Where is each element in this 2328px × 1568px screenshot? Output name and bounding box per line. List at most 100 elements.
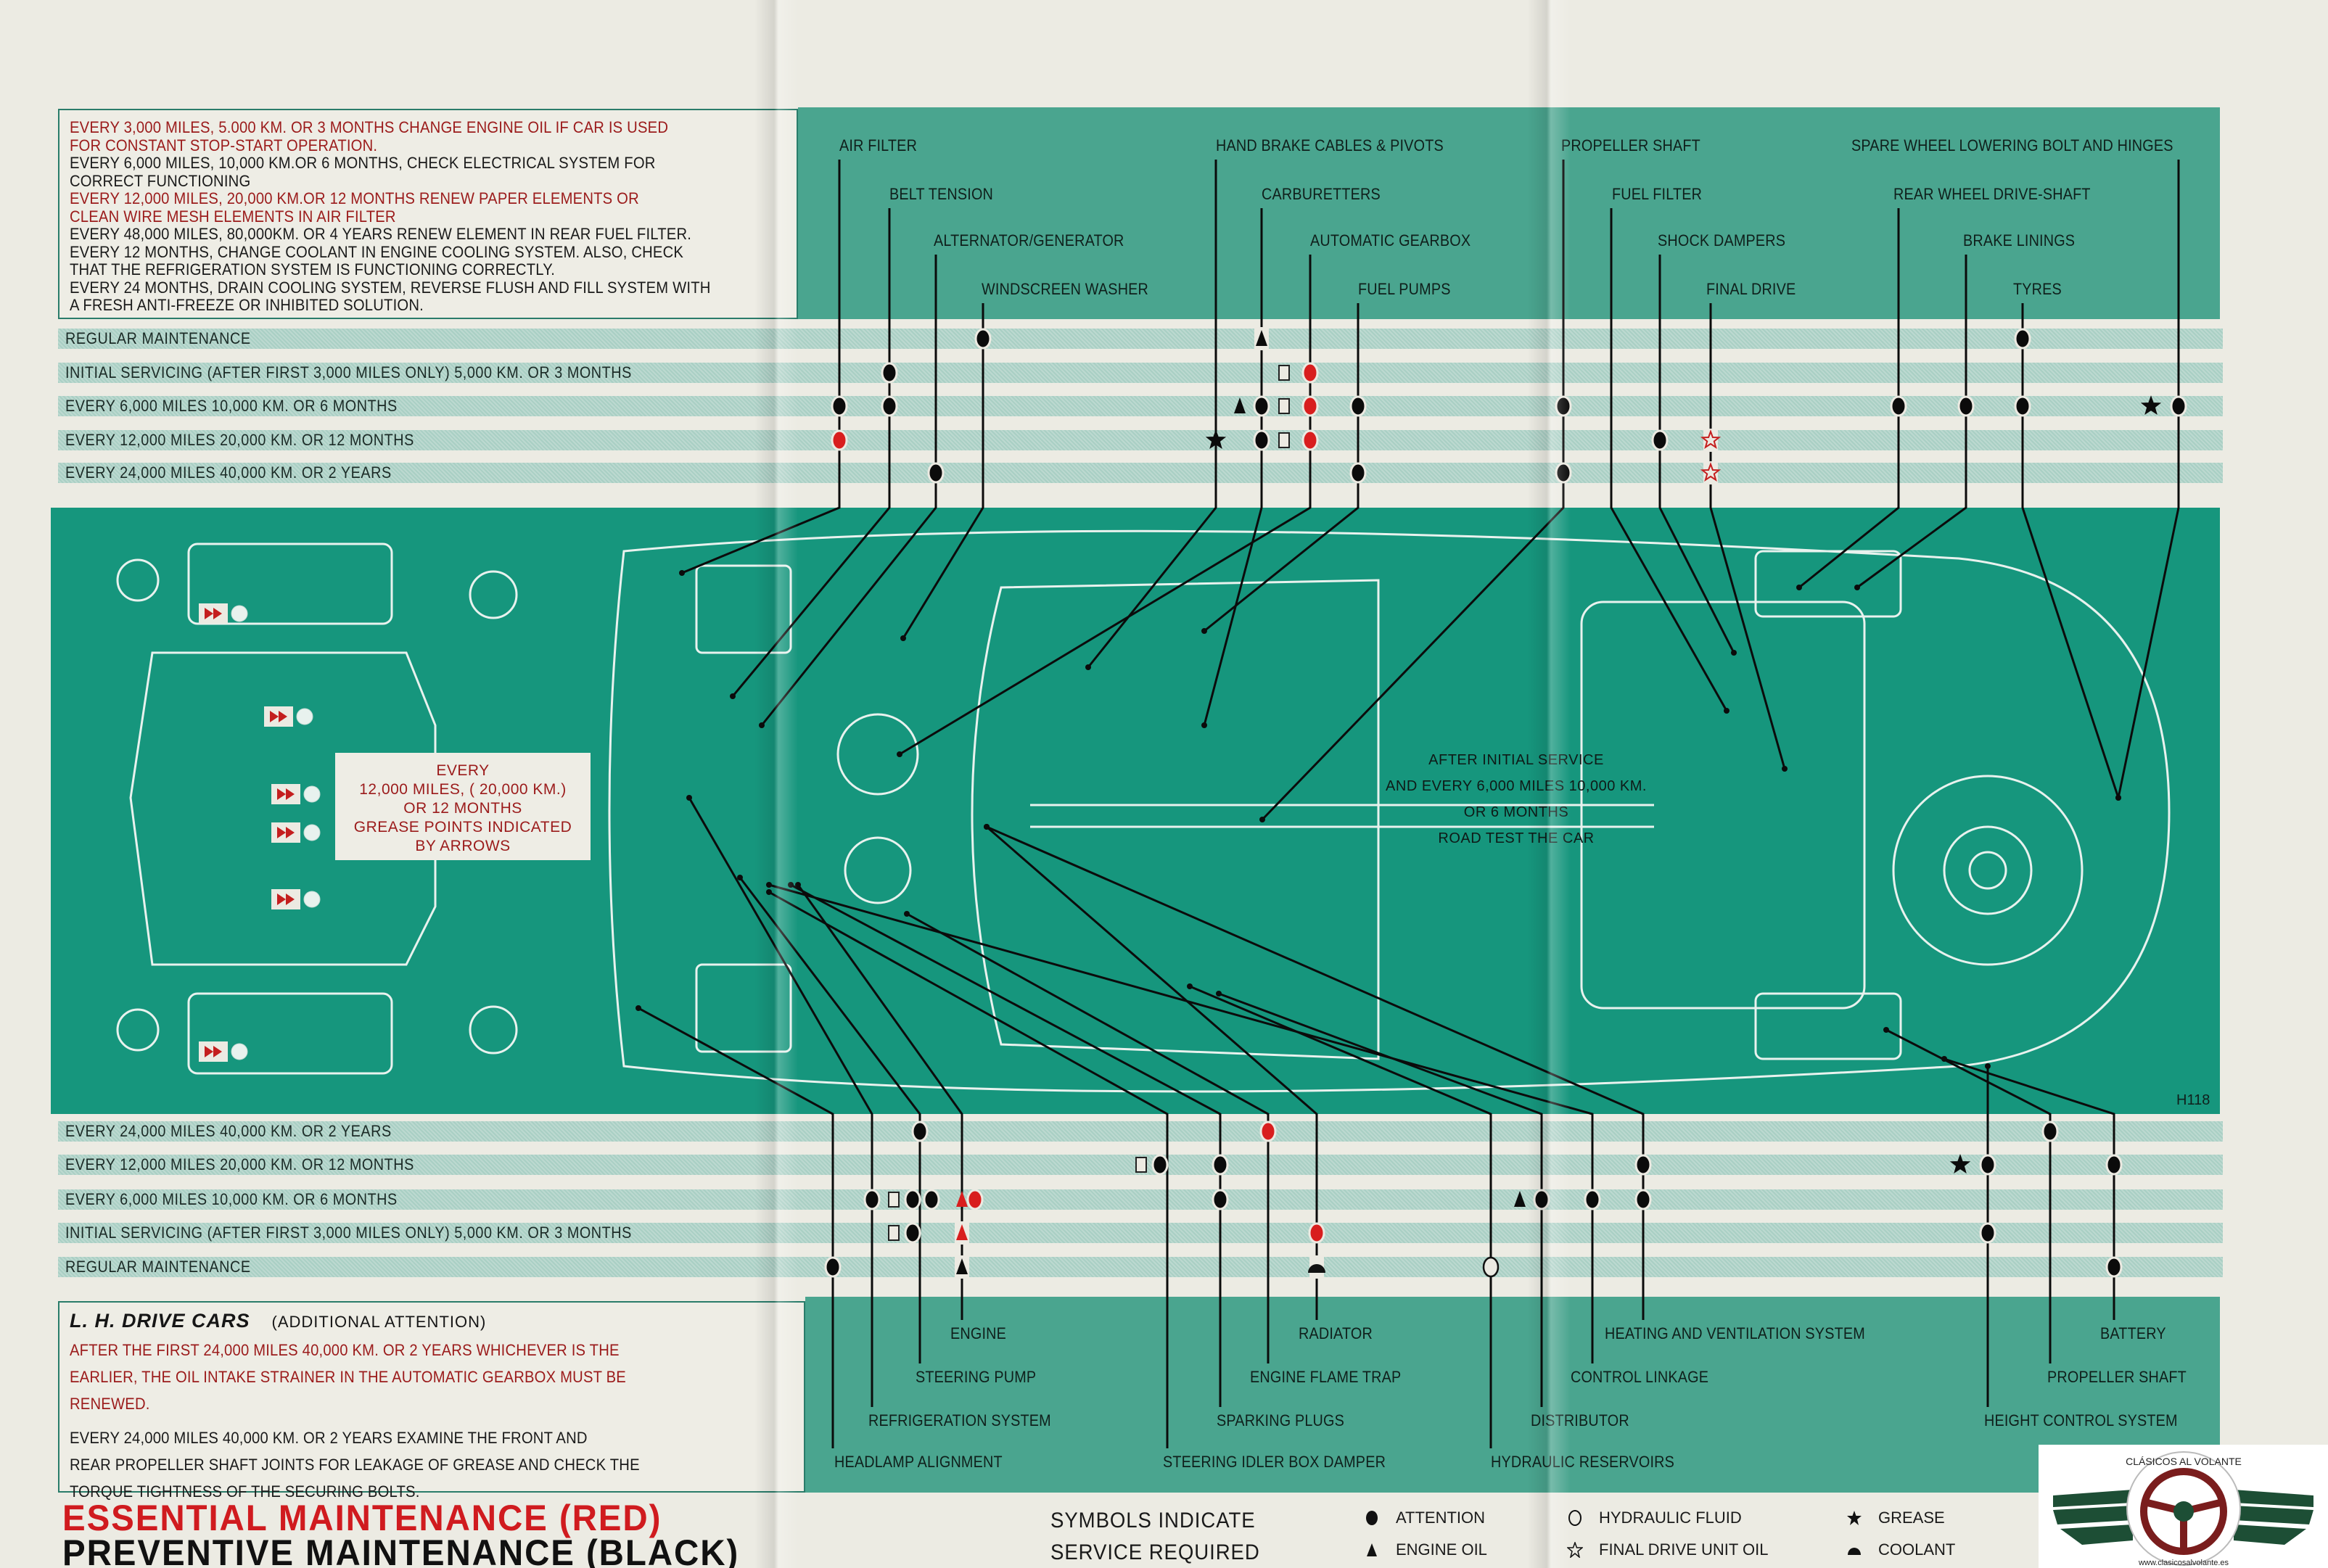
rear-wheel-right [1754,992,1902,1060]
top-schedule-row-label: EVERY 12,000 MILES 20,000 KM. OR 12 MONT… [65,431,414,449]
top-leader-line [1087,160,1217,668]
bottom-schedule-row [58,1223,2223,1243]
top-service-mark [1555,395,1572,417]
bottom-service-mark [1259,1121,1277,1142]
top-part-label: FINAL DRIVE [1706,280,1796,298]
top-leader-line [2021,303,2120,799]
top-leader-line [731,208,891,697]
bottom-service-mark [911,1121,929,1142]
grease-note-line: BY ARROWS [415,838,511,854]
bottom-service-mark [2041,1121,2059,1142]
grease-note-line: EVERY [436,762,490,779]
bottom-leader-line [790,883,1222,1407]
leader-endpoint [897,751,902,757]
grease-point-arrow-icon [199,603,248,624]
bottom-leader-line [797,884,963,1320]
top-service-mark [1278,429,1319,451]
bottom-part-label: RADIATOR [1299,1324,1373,1342]
top-leader-line [1658,255,1735,653]
top-part-label: FUEL PUMPS [1358,280,1451,298]
bottom-part-label: PROPELLER SHAFT [2047,1368,2187,1386]
top-leader-line [1261,160,1565,821]
bottom-leader-line [1189,985,1492,1448]
leader-endpoint [759,722,765,728]
top-part-label: FUEL FILTER [1612,185,1703,203]
top-service-mark [1349,395,1367,417]
leader-endpoint [1796,585,1802,590]
bottom-leader-line [768,883,1594,1363]
top-note-line: EVERY 3,000 MILES, 5.000 KM. OR 3 MONTHS… [70,118,669,136]
top-service-mark [1700,429,1722,452]
legend-item-label: FINAL DRIVE UNIT OIL [1599,1540,1769,1559]
grease-note-line: 12,000 MILES, ( 20,000 KM.) [359,781,567,798]
top-part-label: REAR WHEEL DRIVE-SHAFT [1893,185,2091,203]
top-leader-line [902,303,984,639]
bottom-service-mark [863,1189,881,1210]
front-subframe [129,651,437,966]
bottom-part-label: BATTERY [2100,1324,2166,1342]
top-service-mark [1278,362,1319,384]
drawing-code: H118 [2176,1092,2210,1108]
top-leader-line [760,255,937,726]
top-notes-list: EVERY 3,000 MILES, 5.000 KM. OR 3 MONTHS… [70,118,786,315]
road-test-line: AND EVERY 6,000 MILES 10,000 KM. [1386,778,1647,794]
top-service-mark [2014,328,2031,350]
bottom-leader-line [986,825,1645,1320]
bottom-service-mark [1979,1222,1996,1244]
legend-item-label: COOLANT [1878,1540,1956,1559]
legend-heading-line1: SYMBOLS INDICATE [1050,1509,1256,1532]
top-schedule-row [58,396,2223,416]
bottom-leader-line [688,797,873,1407]
bottom-leader-line [768,891,1169,1448]
top-part-label: SPARE WHEEL LOWERING BOLT AND HINGES [1851,136,2173,154]
grease-star-icon [1847,1511,1862,1525]
top-leader-line [2117,160,2180,799]
battery-outline [695,564,792,654]
top-schedule-row-label: REGULAR MAINTENANCE [65,329,251,347]
top-schedule-row-label: INITIAL SERVICING (AFTER FIRST 3,000 MIL… [65,363,632,381]
front-wheel-left [187,542,393,625]
top-schedule-row-label: EVERY 6,000 MILES 10,000 KM. OR 6 MONTHS [65,397,398,415]
top-service-mark [881,395,898,417]
top-part-label: AUTOMATIC GEARBOX [1310,231,1471,249]
bottom-service-mark [923,1189,984,1210]
bottom-part-label: DISTRIBUTOR [1531,1411,1629,1429]
propeller-shaft-outline [1030,804,1654,828]
top-service-mark [1253,429,1270,451]
road-test-line: ROAD TEST THE CAR [1438,830,1595,846]
top-leader-line [1204,303,1360,632]
leader-endpoint [1216,991,1222,996]
top-part-label: TYRES [2013,280,2062,298]
air-filter-outline [836,713,919,796]
bottom-schedule-row-label: EVERY 12,000 MILES 20,000 KM. OR 12 MONT… [65,1155,414,1173]
top-service-mark [1278,395,1319,417]
top-leader-line [899,255,1312,756]
leader-endpoint [1201,628,1207,634]
top-note-line: CORRECT FUNCTIONING [70,171,251,190]
bottom-service-mark [824,1256,842,1278]
leader-endpoint [795,882,801,888]
legend-item: FINAL DRIVE UNIT OIL [1567,1540,1769,1559]
bottom-schedule-row-label: INITIAL SERVICING (AFTER FIRST 3,000 MIL… [65,1224,632,1242]
bottom-part-label: HYDRAULIC RESERVOIRS [1491,1453,1674,1471]
bottom-service-mark [888,1222,921,1244]
top-leader-line [1856,255,1967,589]
grease-point-arrow-icon [271,889,321,909]
leader-endpoint [686,795,692,801]
leader-endpoint [766,882,772,888]
legend-heading-line2: SERVICE REQUIRED [1050,1540,1260,1564]
top-part-label: BELT TENSION [889,185,994,203]
leader-endpoint [1187,983,1193,989]
bottom-leader-line [638,1007,834,1448]
top-service-mark [1555,462,1572,484]
bottom-leader-line [739,877,921,1363]
bottom-service-mark [1212,1189,1229,1210]
bottom-schedule-row [58,1257,2223,1277]
top-note-line: FOR CONSTANT STOP-START OPERATION. [70,136,378,154]
bottom-service-mark [1514,1189,1550,1210]
bottom-service-mark [2105,1256,2123,1278]
bottom-service-mark [955,1221,969,1245]
alternator-outline [844,836,912,904]
legend-item-label: ATTENTION [1396,1509,1486,1527]
top-note-line: EVERY 48,000 MILES, 80,000KM. OR 4 YEARS… [70,225,692,243]
